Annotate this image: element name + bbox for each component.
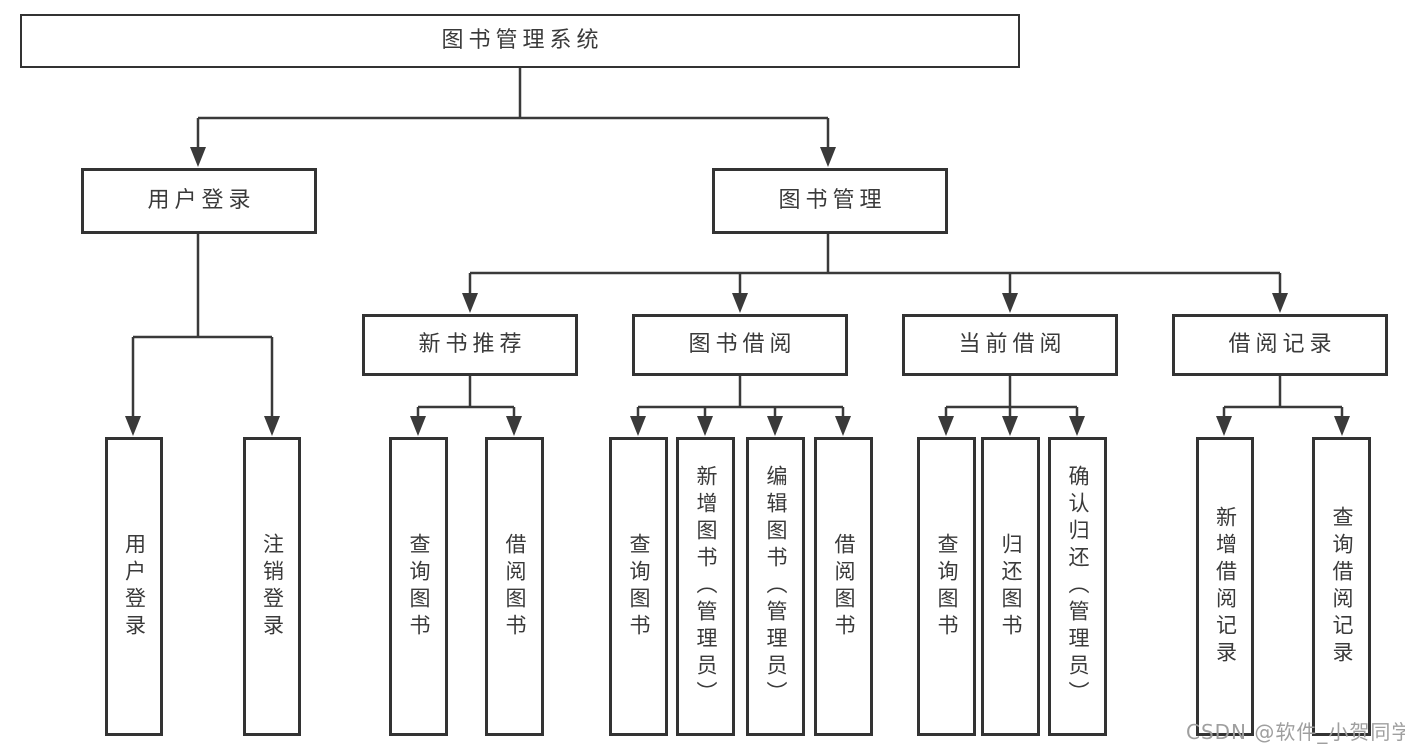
leaf-borrow-query-book: 查询图书: [609, 437, 668, 736]
leaf-borrow-query-book-label: 查询图书: [627, 532, 651, 641]
leaf-current-query-book-label: 查询图书: [935, 532, 959, 641]
leaf-user-login: 用户登录: [105, 437, 163, 736]
leaf-logout-label: 注销登录: [260, 532, 285, 641]
leaf-logout: 注销登录: [243, 437, 301, 736]
node-new-book-recommend-label: 新书推荐: [418, 332, 527, 357]
leaf-recommend-borrow-book: 借阅图书: [485, 437, 544, 736]
node-current-borrow-label: 当前借阅: [958, 332, 1067, 357]
node-book-manage-label: 图书管理: [778, 188, 887, 213]
node-current-borrow: 当前借阅: [902, 314, 1118, 376]
leaf-query-borrow-record-label: 查询借阅记录: [1330, 505, 1354, 668]
leaf-query-borrow-record: 查询借阅记录: [1312, 437, 1371, 736]
leaf-confirm-return-admin: 确认归还（管理员）: [1048, 437, 1107, 736]
leaf-recommend-query-book-label: 查询图书: [407, 532, 431, 641]
leaf-confirm-return-admin-label: 确认归还（管理员）: [1066, 465, 1090, 708]
leaf-edit-book-admin: 编辑图书（管理员）: [746, 437, 805, 736]
leaf-add-borrow-record: 新增借阅记录: [1196, 437, 1254, 736]
leaf-recommend-query-book: 查询图书: [389, 437, 448, 736]
node-book-manage: 图书管理: [712, 168, 948, 234]
node-book-borrow-label: 图书借阅: [688, 332, 797, 357]
leaf-borrow-book-label: 借阅图书: [832, 532, 856, 641]
node-system-root: 图书管理系统: [20, 14, 1020, 68]
node-borrow-record-label: 借阅记录: [1228, 332, 1337, 357]
node-user-login-label: 用户登录: [147, 188, 256, 213]
leaf-recommend-borrow-book-label: 借阅图书: [503, 532, 527, 641]
leaf-add-borrow-record-label: 新增借阅记录: [1213, 505, 1238, 668]
leaf-add-book-admin: 新增图书（管理员）: [676, 437, 735, 736]
csdn-watermark: CSDN @软件_小贺同学: [1186, 720, 1405, 744]
leaf-return-book-label: 归还图书: [999, 532, 1023, 641]
leaf-edit-book-admin-label: 编辑图书（管理员）: [764, 465, 788, 708]
leaf-return-book: 归还图书: [981, 437, 1040, 736]
node-borrow-record: 借阅记录: [1172, 314, 1388, 376]
node-user-login: 用户登录: [81, 168, 317, 234]
leaf-borrow-book: 借阅图书: [814, 437, 873, 736]
leaf-user-login-label: 用户登录: [122, 532, 147, 641]
node-new-book-recommend: 新书推荐: [362, 314, 578, 376]
leaf-add-book-admin-label: 新增图书（管理员）: [694, 465, 718, 708]
node-system-root-label: 图书管理系统: [441, 28, 604, 53]
node-book-borrow: 图书借阅: [632, 314, 848, 376]
leaf-current-query-book: 查询图书: [917, 437, 976, 736]
